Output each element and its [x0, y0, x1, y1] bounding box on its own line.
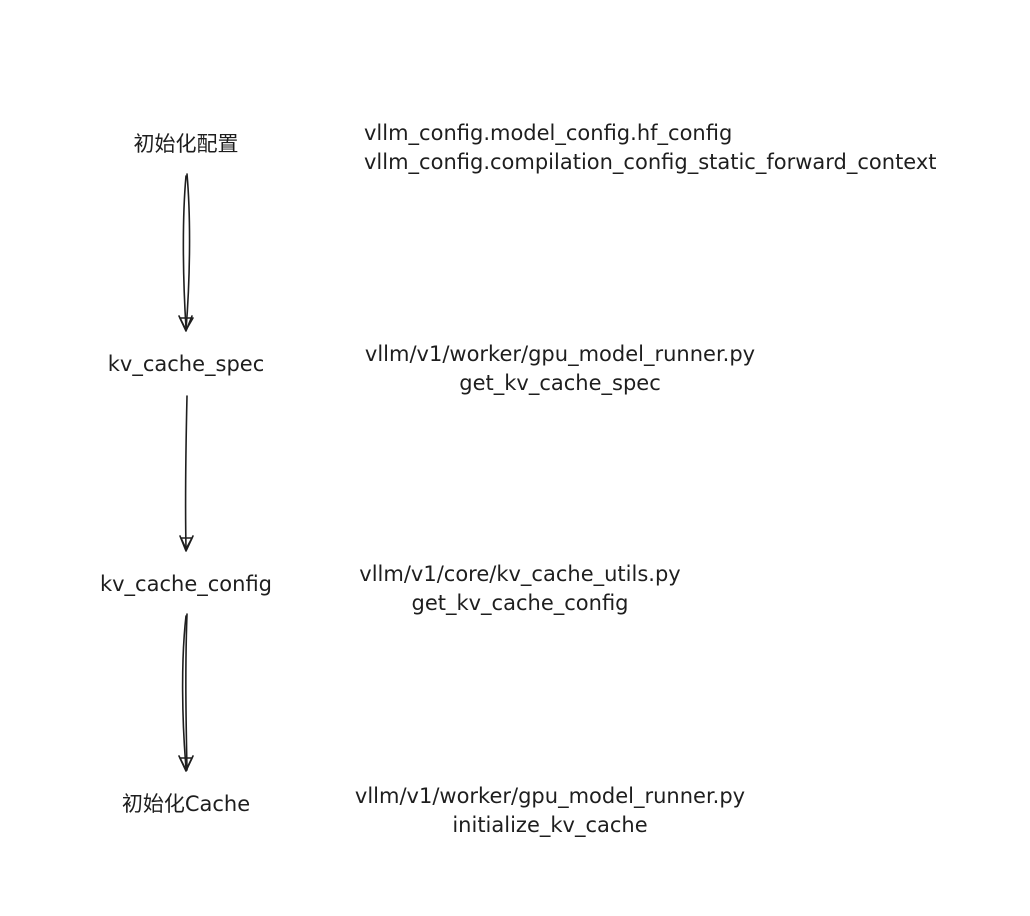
- note-init-config: vllm_config.model_config.hf_config vllm_…: [364, 119, 937, 177]
- note-init-cache-file: vllm/v1/worker/gpu_model_runner.py: [354, 784, 746, 808]
- note-kv-cache-spec: vllm/v1/worker/gpu_model_runner.py get_k…: [340, 340, 780, 398]
- note-init-config-line1: vllm_config.model_config.hf_config: [364, 121, 733, 145]
- note-kv-cache-spec-func: get_kv_cache_spec: [459, 371, 661, 395]
- note-kv-cache-config-file: vllm/v1/core/kv_cache_utils.py: [359, 562, 681, 586]
- note-kv-cache-config: vllm/v1/core/kv_cache_utils.py get_kv_ca…: [320, 560, 720, 618]
- step-init-config: 初始化配置: [133, 132, 239, 156]
- note-init-cache-func: initialize_kv_cache: [452, 813, 648, 837]
- arrow-config-to-cache: [178, 613, 194, 772]
- note-kv-cache-spec-file: vllm/v1/worker/gpu_model_runner.py: [364, 342, 756, 366]
- step-kv-cache-config: kv_cache_config: [99, 572, 273, 596]
- note-init-cache: vllm/v1/worker/gpu_model_runner.py initi…: [330, 782, 770, 840]
- step-kv-cache-spec: kv_cache_spec: [107, 352, 265, 376]
- arrow-spec-to-config: [179, 395, 194, 552]
- arrow-config-to-spec: [178, 173, 194, 332]
- note-init-config-line2: vllm_config.compilation_config_static_fo…: [364, 150, 937, 174]
- note-kv-cache-config-func: get_kv_cache_config: [411, 591, 629, 615]
- step-init-cache: 初始化Cache: [121, 792, 251, 816]
